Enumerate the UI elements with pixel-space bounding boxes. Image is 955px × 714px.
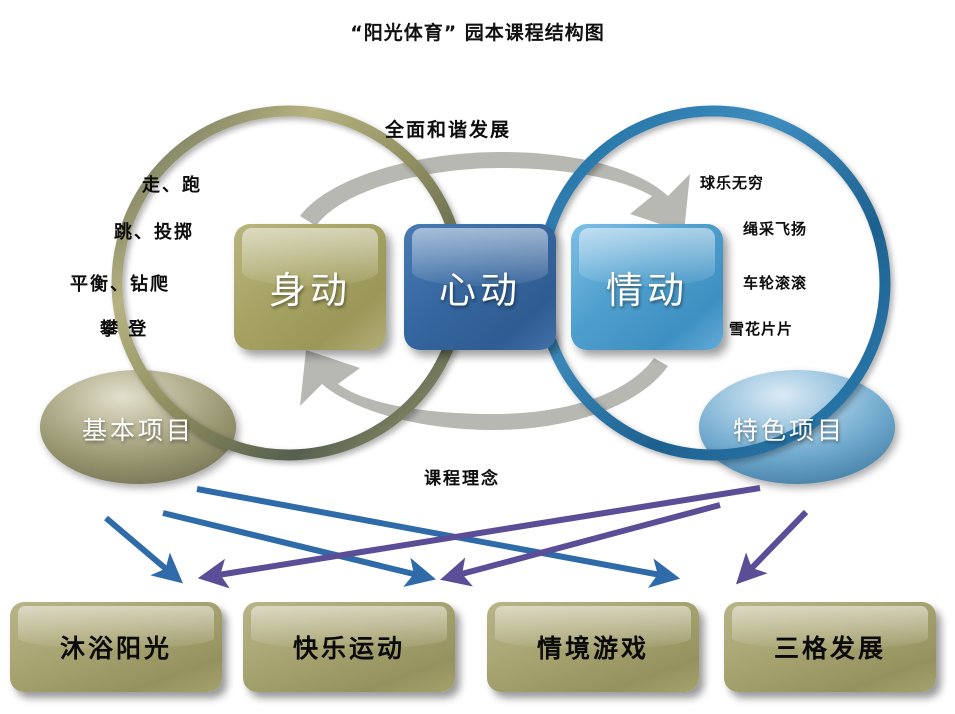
cycle-arrow-top — [300, 152, 690, 232]
bottom-box-4[interactable]: 三格发展 — [724, 602, 936, 692]
cycle-arrow-group — [300, 152, 690, 430]
bottom-box-1[interactable]: 沐浴阳光 — [10, 602, 222, 692]
bottom-box-label: 快乐运动 — [292, 634, 405, 663]
center-box-label: 心动 — [439, 269, 521, 312]
center-box-qing-dong[interactable]: 情动 — [571, 224, 723, 350]
center-box-shen-dong[interactable]: 身动 — [234, 224, 386, 350]
left-item-1: 走、跑 — [142, 175, 202, 196]
blue-arrow-1 — [104, 515, 183, 584]
right-item-1: 球乐无穷 — [700, 174, 765, 192]
curriculum-concept-label: 课程理念 — [424, 469, 500, 489]
left-item-2: 跳、投掷 — [114, 222, 194, 243]
purple-arrow-2 — [197, 485, 761, 589]
bottom-box-3[interactable]: 情境游戏 — [487, 602, 699, 692]
bottom-box-2[interactable]: 快乐运动 — [243, 602, 455, 692]
center-box-xin-dong[interactable]: 心动 — [404, 224, 556, 350]
blue-arrow-3 — [162, 510, 436, 587]
cycle-arrow-bottom — [300, 350, 668, 430]
right-item-2: 绳采飞扬 — [743, 220, 808, 238]
right-item-3: 车轮滚滚 — [743, 274, 808, 292]
right-item-4: 雪花片片 — [729, 320, 794, 338]
basic-program-ellipse — [40, 370, 236, 484]
blue-arrow-2 — [196, 486, 681, 588]
feature-program-label: 特色项目 — [733, 416, 846, 445]
bottom-box-label: 三格发展 — [773, 634, 886, 663]
bottom-box-label: 情境游戏 — [536, 634, 649, 663]
bottom-box-label: 沐浴阳光 — [59, 634, 172, 663]
harmony-label: 全面和谐发展 — [385, 119, 512, 141]
concept-arrows — [104, 485, 809, 589]
left-item-3: 平衡、钻爬 — [70, 274, 170, 295]
left-item-4: 攀 登 — [100, 319, 149, 340]
page-title: “阳光体育” 园本课程结构图 — [350, 22, 605, 44]
basic-program-label: 基本项目 — [82, 416, 195, 445]
purple-arrow-3 — [440, 502, 721, 587]
center-box-label: 情动 — [606, 269, 688, 312]
center-box-label: 身动 — [269, 269, 351, 312]
purple-arrow-1 — [735, 509, 809, 585]
